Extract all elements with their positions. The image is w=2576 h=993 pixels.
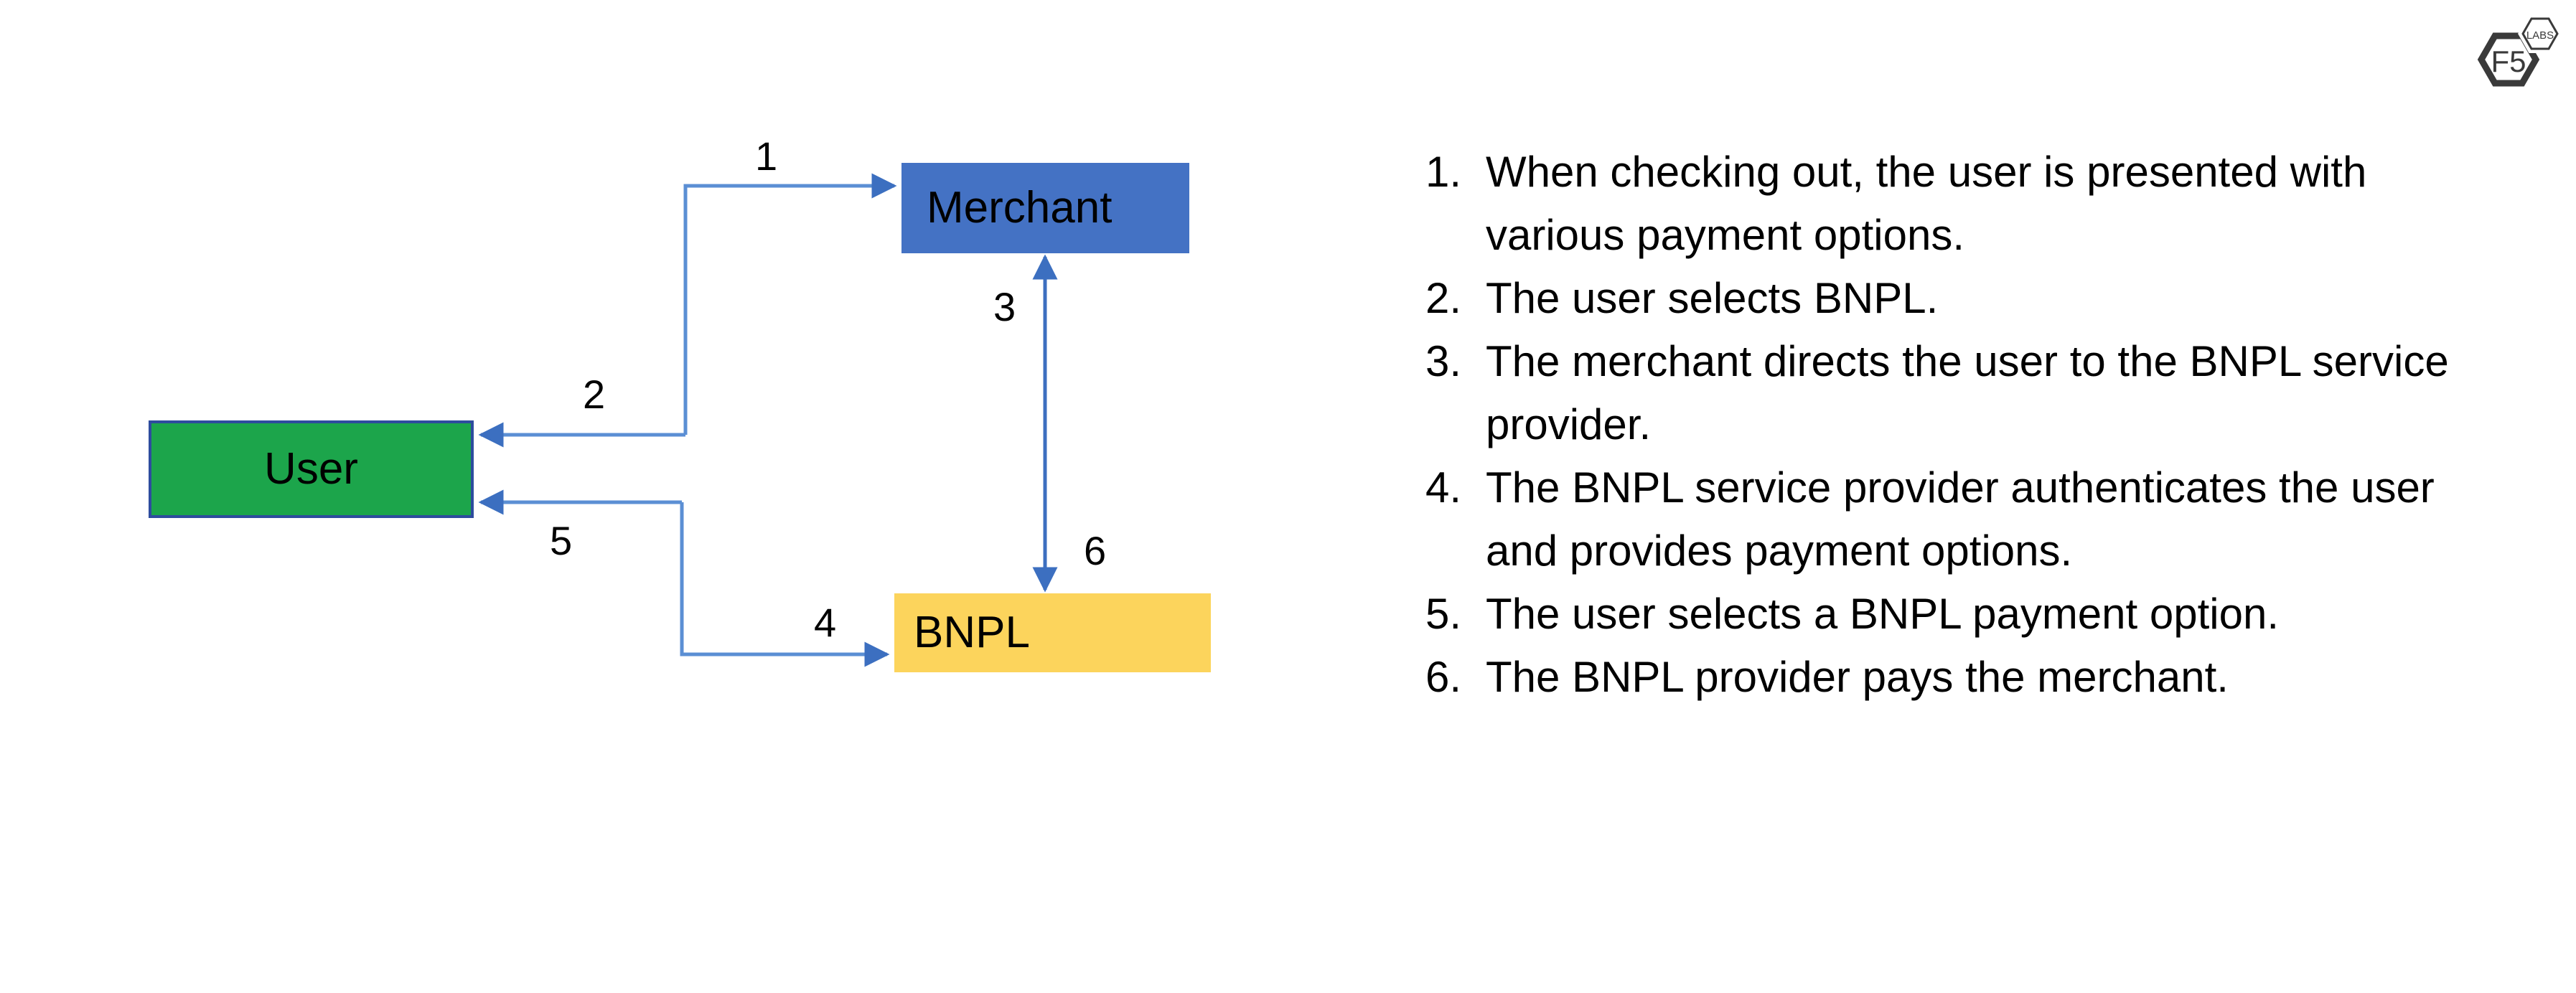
connector-label-6: 6 [1084,528,1107,573]
step-text-6: The BNPL provider pays the merchant. [1486,653,2229,701]
step-item-5: 5. The user selects a BNPL payment optio… [1425,583,2459,646]
f5-logo-secondary-text: LABS [2526,29,2554,42]
connector-1-user-to-merchant [683,173,897,435]
step-number-1: 1. [1425,148,1462,196]
step-text-2: The user selects BNPL. [1486,274,1939,322]
step-number-5: 5. [1425,590,1462,638]
f5-logo-primary-text: F5 [2491,44,2526,78]
step-item-4: 4. The BNPL service provider authenticat… [1425,456,2459,583]
step-item-1: 1. When checking out, the user is presen… [1425,141,2459,267]
step-number-6: 6. [1425,653,1462,701]
f5-labs-logo-icon: F5 LABS [2477,14,2562,87]
step-item-2: 2. The user selects BNPL. [1425,267,2459,330]
steps-list: 1. When checking out, the user is presen… [1425,141,2459,709]
step-item-6: 6. The BNPL provider pays the merchant. [1425,646,2459,709]
step-text-1: When checking out, the user is presented… [1486,148,2367,259]
connector-label-5: 5 [550,518,573,563]
step-text-3: The merchant directs the user to the BNP… [1486,337,2449,448]
node-user-label: User [264,444,358,494]
node-merchant[interactable]: Merchant [901,163,1189,253]
step-number-4: 4. [1425,463,1462,512]
node-bnpl-label: BNPL [914,608,1030,658]
step-text-4: The BNPL service provider authenticates … [1486,463,2435,575]
step-item-3: 3. The merchant directs the user to the … [1425,330,2459,456]
connector-label-2: 2 [583,372,606,417]
connector-label-1: 1 [755,133,778,179]
node-bnpl[interactable]: BNPL [894,593,1211,672]
step-number-2: 2. [1425,274,1462,322]
step-number-3: 3. [1425,337,1462,385]
node-user[interactable]: User [149,420,474,518]
step-text-5: The user selects a BNPL payment option. [1486,590,2280,638]
connector-4-user-to-bnpl [680,502,890,667]
connector-label-4: 4 [814,600,837,645]
connector-label-3: 3 [993,284,1016,329]
node-merchant-label: Merchant [927,183,1113,233]
